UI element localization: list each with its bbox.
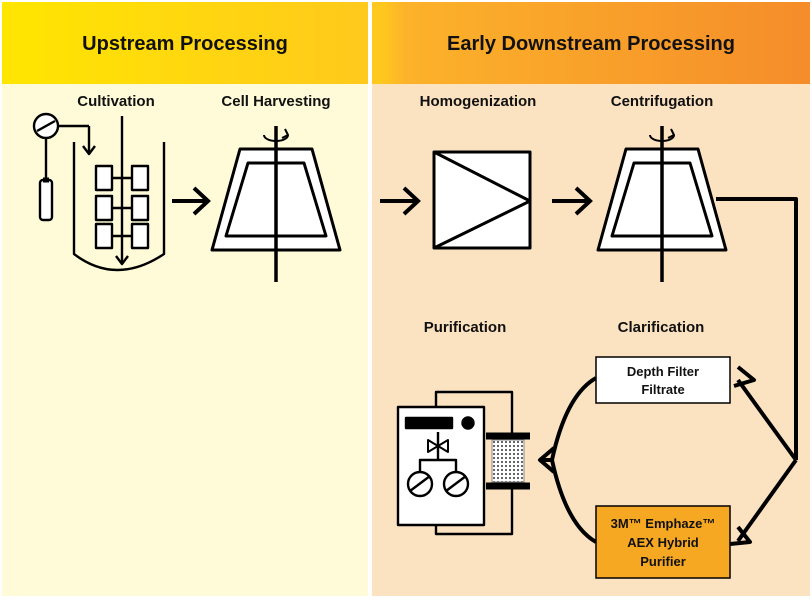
depth-filter-line1: Depth Filter — [627, 364, 699, 379]
filter-column-icon — [486, 432, 530, 490]
upstream-panel — [2, 2, 368, 596]
label-centrifugation: Centrifugation — [611, 93, 714, 110]
emphaze-line2: AEX Hybrid — [627, 535, 699, 550]
flow-lines — [538, 197, 798, 546]
section-divider — [368, 2, 372, 596]
centrifuge-icon — [210, 126, 342, 282]
label-purification: Purification — [424, 319, 507, 336]
downstream-title: Early Downstream Processing — [447, 33, 735, 55]
arrow-to-centrifugation — [552, 186, 593, 216]
arrow-cultivation-to-harvesting — [172, 186, 211, 216]
depth-filter-line2: Filtrate — [641, 382, 684, 397]
depth-filter-box: Depth Filter Filtrate — [595, 356, 731, 404]
emphaze-line3: Purifier — [640, 554, 686, 569]
chromatography-icon — [396, 390, 514, 536]
homogenizer-icon — [432, 150, 532, 250]
label-clarification: Clarification — [618, 319, 705, 336]
header-band — [2, 2, 810, 84]
label-cell-harvesting: Cell Harvesting — [221, 93, 330, 110]
emphaze-purifier-box: 3M™ Emphaze™ AEX Hybrid Purifier — [595, 505, 731, 579]
centrifuge-icon — [596, 126, 728, 282]
upstream-title: Upstream Processing — [82, 33, 288, 55]
emphaze-line1: 3M™ Emphaze™ — [611, 516, 716, 531]
arrow-to-homogenization — [380, 186, 421, 216]
bioreactor-icon — [32, 112, 166, 272]
label-cultivation: Cultivation — [77, 93, 155, 110]
label-homogenization: Homogenization — [420, 93, 537, 110]
